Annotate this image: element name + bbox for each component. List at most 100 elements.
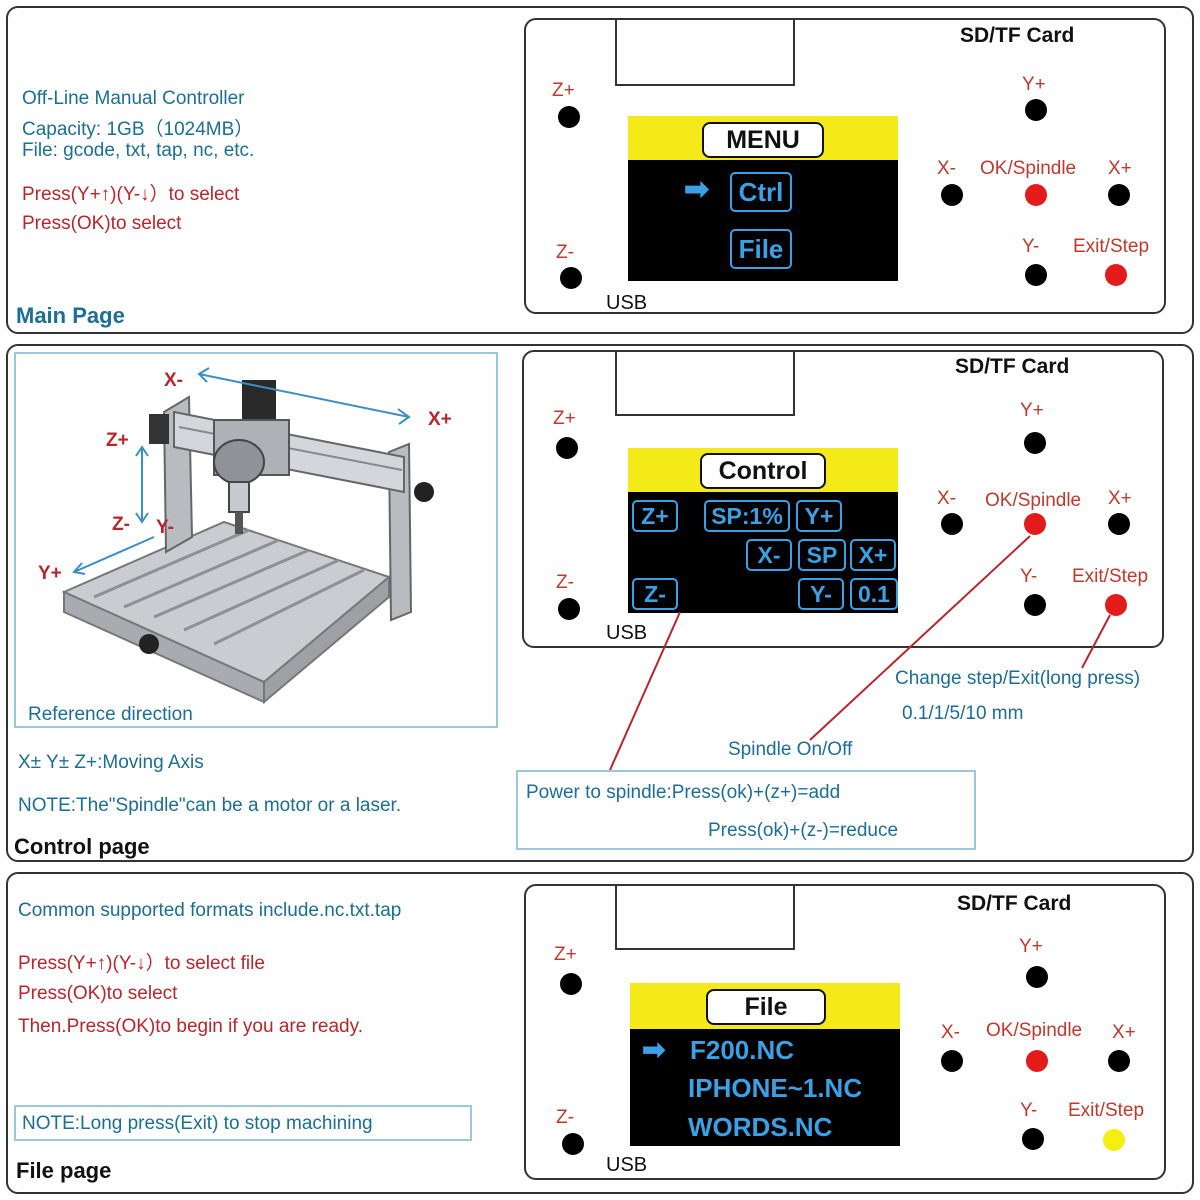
ok-spindle-label: OK/Spindle <box>985 490 1082 511</box>
axis-label-y-plus: Y+ <box>38 563 62 584</box>
exit-step-button[interactable] <box>1105 594 1127 616</box>
x-minus-label: X- <box>941 1022 960 1043</box>
z-minus-button[interactable] <box>562 1133 584 1155</box>
exit-step-button[interactable] <box>1103 1129 1125 1151</box>
x-minus-button[interactable] <box>941 1050 963 1072</box>
ok-spindle-button[interactable] <box>1024 513 1046 535</box>
x-minus-button[interactable] <box>941 184 963 206</box>
main-instruction-1: Press(Y+↑)(Y-↓）to select <box>22 184 240 205</box>
lcd-btn-z-plus: Z+ <box>632 500 678 532</box>
machine-base <box>61 520 392 705</box>
y-plus-button[interactable] <box>1025 99 1047 121</box>
x-plus-label: X+ <box>1108 488 1132 509</box>
lcd-btn-y-minus: Y- <box>798 578 844 610</box>
lcd-title: File <box>706 989 826 1025</box>
exit-step-label: Exit/Step <box>1068 1100 1145 1121</box>
y-minus-label: Y- <box>1020 1100 1038 1121</box>
lcd-btn-spindle: SP <box>798 539 846 571</box>
file-item-2: IPHONE~1.NC <box>688 1073 863 1103</box>
usb-label: USB <box>606 1154 648 1176</box>
file-instruction-1: Press(Y+↑)(Y-↓）to select file <box>18 953 265 974</box>
callout-line-power <box>609 611 681 771</box>
exit-step-button[interactable] <box>1105 264 1127 286</box>
lcd-screen-control: Control Z+ SP:1% Y+ X- SP X+ Z- Y- 0.1 <box>628 448 898 613</box>
sd-card-label: SD/TF Card <box>955 355 1070 378</box>
z-minus-label: Z- <box>556 242 574 263</box>
z-plus-button[interactable] <box>560 973 582 995</box>
z-minus-button[interactable] <box>558 598 580 620</box>
ok-spindle-label: OK/Spindle <box>980 158 1077 179</box>
lcd-screen-menu: MENU ➡ Ctrl File <box>628 116 898 281</box>
x-plus-button[interactable] <box>1108 1050 1130 1072</box>
y-minus-button[interactable] <box>1024 594 1046 616</box>
moving-axis-text: X± Y± Z+:Moving Axis <box>18 752 204 773</box>
z-plus-label: Z+ <box>552 80 575 101</box>
exit-step-label: Exit/Step <box>1073 236 1150 257</box>
menu-item-file: File <box>730 229 792 269</box>
x-plus-label: X+ <box>1108 158 1132 179</box>
file-item-3: WORDS.NC <box>688 1112 833 1142</box>
file-page-label: File page <box>16 1158 112 1183</box>
y-minus-button[interactable] <box>1022 1128 1044 1150</box>
callout-line-spindle <box>809 535 1031 741</box>
exit-step-label: Exit/Step <box>1072 566 1149 587</box>
lcd-btn-x-minus: X- <box>746 539 792 571</box>
spindle-note: NOTE:The"Spindle"can be a motor or a las… <box>18 795 402 816</box>
reference-direction-label: Reference direction <box>28 704 193 725</box>
y-plus-label: Y+ <box>1020 400 1044 421</box>
menu-item-ctrl: Ctrl <box>730 172 792 212</box>
sd-card-slot <box>615 18 795 86</box>
usb-label: USB <box>606 292 648 314</box>
sd-card-slot <box>615 350 795 416</box>
sd-card-label: SD/TF Card <box>960 24 1075 47</box>
callout-step-values: 0.1/1/5/10 mm <box>902 703 1024 724</box>
lcd-btn-y-plus: Y+ <box>796 500 842 532</box>
z-minus-button[interactable] <box>560 267 582 289</box>
x-minus-button[interactable] <box>941 513 963 535</box>
file-instruction-3: Then.Press(OK)to begin if you are ready. <box>18 1016 363 1037</box>
ok-spindle-label: OK/Spindle <box>986 1020 1083 1041</box>
y-plus-button[interactable] <box>1024 432 1046 454</box>
control-page-label: Control page <box>14 834 150 859</box>
lcd-btn-step: 0.1 <box>850 578 898 610</box>
z-minus-label: Z- <box>556 572 574 593</box>
selection-arrow-icon: ➡ <box>684 173 710 206</box>
axis-label-y-minus: Y- <box>156 517 174 538</box>
ok-spindle-button[interactable] <box>1026 1050 1048 1072</box>
z-plus-label: Z+ <box>553 408 576 429</box>
callout-line-step <box>1081 614 1111 669</box>
y-minus-label: Y- <box>1022 236 1040 257</box>
power-note-box <box>516 770 976 850</box>
file-instruction-2: Press(OK)to select <box>18 983 178 1004</box>
y-plus-label: Y+ <box>1022 74 1046 95</box>
main-page-label: Main Page <box>16 303 125 328</box>
z-plus-button[interactable] <box>556 437 578 459</box>
power-note-line-1: Power to spindle:Press(ok)+(z+)=add <box>526 782 841 803</box>
sd-card-slot <box>615 884 795 950</box>
y-plus-label: Y+ <box>1019 936 1043 957</box>
usb-label: USB <box>606 622 648 644</box>
axis-label-x-plus: X+ <box>428 409 452 430</box>
reference-image-box <box>14 352 498 728</box>
axis-label-x-minus: X- <box>164 370 183 391</box>
lcd-title: Control <box>700 453 826 489</box>
ok-spindle-button[interactable] <box>1025 184 1047 206</box>
x-plus-button[interactable] <box>1108 513 1130 535</box>
power-note-line-2: Press(ok)+(z-)=reduce <box>708 820 899 841</box>
callout-step-text: Change step/Exit(long press) <box>895 668 1141 689</box>
x-plus-button[interactable] <box>1108 184 1130 206</box>
axis-label-z-plus: Z+ <box>106 430 129 451</box>
lcd-btn-speed-percent: SP:1% <box>704 500 790 532</box>
main-desc-line-3: File: gcode, txt, tap, nc, etc. <box>22 140 255 161</box>
z-plus-label: Z+ <box>554 944 577 965</box>
axis-label-z-minus: Z- <box>112 514 130 535</box>
y-minus-label: Y- <box>1020 566 1038 587</box>
lcd-btn-z-minus: Z- <box>632 578 678 610</box>
y-minus-button[interactable] <box>1025 264 1047 286</box>
machine-spindle <box>213 380 290 534</box>
main-desc-line-1: Off-Line Manual Controller <box>22 88 245 109</box>
main-instruction-2: Press(OK)to select <box>22 213 182 234</box>
z-plus-button[interactable] <box>558 106 580 128</box>
y-plus-button[interactable] <box>1026 966 1048 988</box>
